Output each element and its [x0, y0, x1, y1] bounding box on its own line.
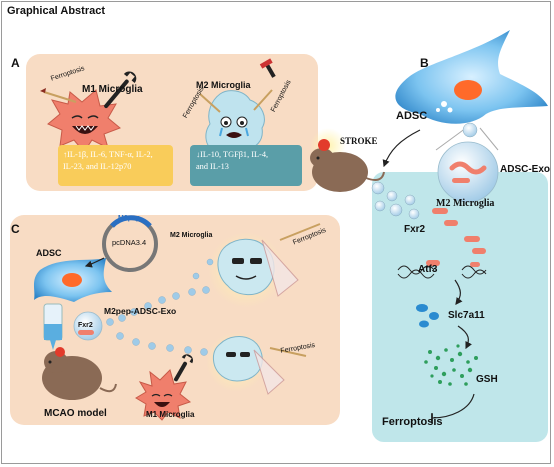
m1-cytokines-line1: ↑IL-1β, IL-6, TNF-α, IL-2, [63, 150, 153, 159]
fxr2-label: Fxr2 [404, 224, 426, 235]
m2-microglia-c-icon [208, 223, 321, 308]
m2-cytokines-box: ↓IL-10, TGFβ1, IL-4, and IL-13 [190, 145, 302, 186]
m2-microglia-icon [205, 90, 265, 154]
wrench-icon [104, 71, 137, 109]
ferroptosis-pathway-label: Ferroptosis [382, 416, 443, 428]
panel-b-pathway-background [372, 172, 548, 442]
m2-cytokines-line2: and IL-13 [196, 161, 229, 171]
m2-microglia-c-label: M2 Microglia [170, 232, 213, 239]
m1-cytokines-box: ↑IL-1β, IL-6, TNF-α, IL-2, IL-23, and IL… [58, 145, 173, 186]
panel-a-label: A [11, 56, 20, 70]
adsc-c-label: ADSC [36, 248, 62, 258]
mcao-mouse-icon [42, 347, 117, 400]
fxr2-c-label: Fxr2 [78, 322, 93, 329]
m1-cytokines-line2: IL-23, and IL-12p70 [63, 161, 132, 171]
m1-microglia-icon [47, 89, 121, 153]
m2pep-exosome-icon [73, 311, 103, 341]
exosome-cluster-icon [371, 181, 420, 220]
m2-microglia-shield-icon [206, 332, 307, 395]
adsc-label: ADSC [396, 110, 428, 122]
slc7a11-icon [416, 304, 439, 328]
dna-icon [397, 260, 487, 279]
adsc-exo-label: ADSC-Exo [500, 164, 551, 175]
panel-b-label: B [420, 56, 429, 70]
hammer-icon [259, 58, 276, 78]
m2-microglia-pathway-label: M2 Microglia [436, 198, 495, 209]
plasmid-icon [102, 215, 158, 272]
panel-c-label: C [11, 222, 20, 236]
mcao-model-label: MCAO model [44, 408, 107, 419]
adsc-cell-icon [395, 30, 548, 124]
tube-icon [43, 303, 63, 350]
m1-microglia-c-icon [135, 369, 192, 421]
slc7a11-label: Slc7a11 [448, 310, 485, 321]
exosome-icon [435, 122, 499, 203]
figure-title: Graphical Abstract [7, 5, 106, 17]
m2pep-label: M2pep [118, 215, 141, 222]
plasmid-label: pcDNA3.4 [112, 238, 147, 247]
stroke-mouse-icon [310, 128, 385, 192]
stroke-label: STROKE [340, 136, 378, 146]
m1-microglia-label: M1 Microglia [82, 84, 143, 95]
adsc-cell-c-icon [34, 258, 112, 302]
m1-microglia-c-label: M1 Microglia [146, 410, 195, 419]
gsh-dots-icon [424, 344, 478, 386]
m2-cytokines-line1: ↓IL-10, TGFβ1, IL-4, [196, 150, 269, 159]
gsh-label: GSH [476, 374, 498, 385]
m2pep-adsc-exo-label: M2pep-ADSC-Exo [104, 306, 177, 316]
m2-microglia-label: M2 Microglia [196, 80, 251, 90]
atf3-label: Atf3 [418, 264, 438, 275]
exosome-trail-icon [106, 258, 214, 356]
fxr2-protein-icon [432, 208, 486, 254]
wrench-c-icon [174, 354, 193, 382]
